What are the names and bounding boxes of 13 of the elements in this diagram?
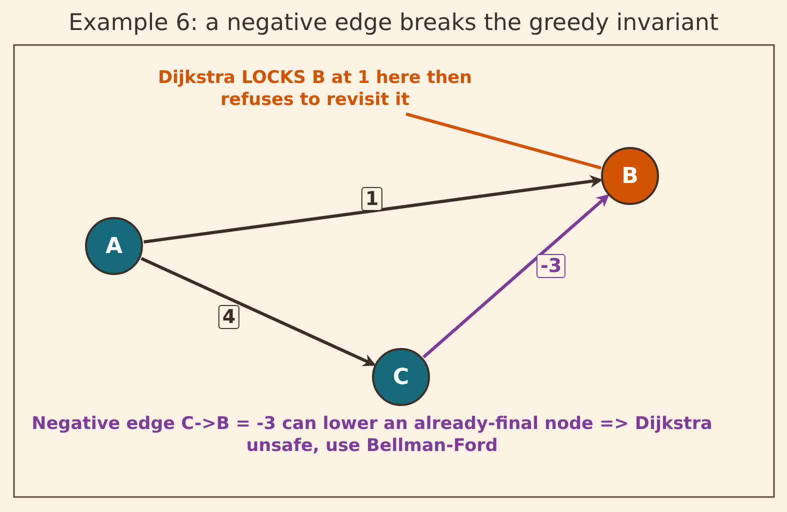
graph-node: A <box>85 217 143 275</box>
leader-line <box>406 112 602 170</box>
diagram-title: Example 6: a negative edge breaks the greedy invariant <box>68 10 720 36</box>
edge-weight-label: 1 <box>361 187 383 211</box>
graph-node: C <box>372 348 430 406</box>
annotation-text: Dijkstra LOCKS B at 1 here then refuses to revisit it <box>150 67 480 111</box>
graph-node: B <box>601 147 659 205</box>
edge-weight-label: 4 <box>218 305 240 329</box>
arrow <box>144 175 603 244</box>
arrow <box>422 194 610 358</box>
note-text: Negative edge C->B = -3 can lower an already-final node => Dijkstra unsafe, use Bellman-Ford <box>30 413 714 457</box>
edge-weight-label: -3 <box>536 254 566 278</box>
arrow <box>140 257 376 366</box>
